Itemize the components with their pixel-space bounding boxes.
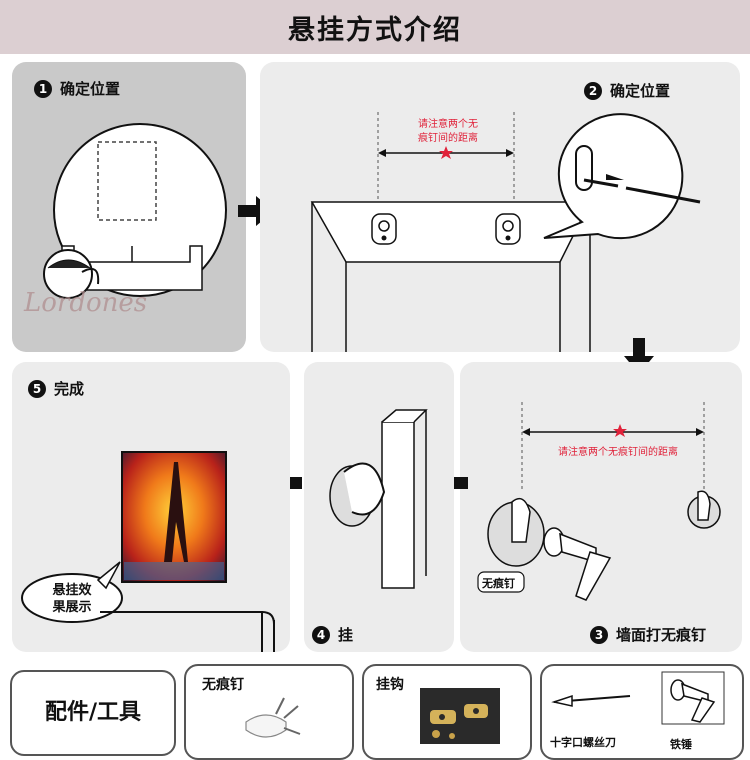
step-5-text: 完成: [54, 380, 85, 398]
nail-small-icon: [687, 490, 721, 529]
step-4-label: 4 挂: [312, 624, 353, 645]
step-2-number: 2: [584, 81, 602, 100]
hanger-right-icon: [495, 213, 521, 245]
hammer-icon: [543, 527, 612, 601]
step-5-number: 5: [28, 379, 46, 398]
star-icon: [439, 146, 453, 159]
step-1-number: 1: [34, 79, 52, 98]
nail-tag-label: 无痕钉: [482, 577, 515, 590]
step-5-label: 5 完成: [28, 378, 84, 399]
step-5-panel: 5 完成 悬挂效 果展示: [12, 362, 290, 652]
speech-bubble-text: 悬挂效 果展示: [52, 583, 92, 615]
frame-placeholder: [97, 141, 157, 221]
step-3-note: 请注意两个无痕钉间的距离: [558, 447, 678, 458]
nail-icon: [245, 697, 301, 738]
hook-photo: [420, 688, 500, 744]
hanger-left-icon: [371, 213, 397, 245]
hammer-icon: [661, 671, 725, 725]
step-2-label: 2 确定位置: [584, 80, 670, 101]
step-5-illustration: [21, 451, 275, 652]
accessory-nail-box: 无痕钉: [184, 664, 354, 760]
nail-tag: [477, 571, 525, 593]
step-3-text: 墙面打无痕钉: [616, 626, 707, 644]
star-icon: [613, 424, 627, 437]
screwdriver-icon: [625, 186, 701, 204]
eiffel-tower-icon: [164, 462, 188, 562]
step-3-illustration: [477, 402, 721, 601]
screwdriver-label: 十字口螺丝刀: [550, 736, 616, 749]
step-2-note: 请注意两个无 痕钉间的距离: [418, 119, 478, 144]
step-2-illustration: [310, 112, 701, 352]
step-1-panel: 1 确定位置 Lordones: [12, 62, 246, 352]
step-4-panel: 4 挂: [304, 362, 454, 652]
sofa-outline: [100, 611, 275, 652]
screwdriver-icon: [551, 694, 631, 707]
accessory-tools-box: 十字口螺丝刀 铁锤: [540, 664, 744, 760]
header-banner: 悬挂方式介绍: [0, 0, 750, 54]
accessory-hook-box: 挂钩: [362, 664, 532, 760]
step-3-number: 3: [590, 625, 608, 644]
page-title: 悬挂方式介绍: [288, 14, 462, 46]
step-2-text: 确定位置: [610, 82, 671, 100]
zoom-bubble: [543, 113, 684, 240]
accessories-title: 配件/工具: [44, 700, 142, 725]
accessory-hook-label: 挂钩: [376, 677, 404, 693]
step-3-label: 3 墙面打无痕钉: [590, 624, 706, 645]
step-4-illustration: [329, 409, 428, 589]
nail-large-icon: [487, 497, 545, 567]
step-1-text: 确定位置: [60, 80, 121, 98]
step-1-label: 1 确定位置: [34, 78, 120, 99]
hammer-label: 铁锤: [670, 738, 692, 751]
step-1-illustration: [43, 123, 227, 299]
step-4-text: 挂: [338, 626, 354, 644]
step-2-panel: 2 确定位置 请注意两个无 痕钉间的距离: [260, 62, 740, 352]
watermark: Lordones: [24, 288, 148, 318]
step-4-number: 4: [312, 625, 330, 644]
speech-bubble: [21, 573, 123, 623]
accessory-nail-label: 无痕钉: [202, 677, 244, 693]
accessories-title-box: 配件/工具: [10, 670, 176, 756]
frame-outline: [310, 201, 592, 263]
step-3-panel: 请注意两个无痕钉间的距离 无痕钉 3 墙面打无痕钉: [460, 362, 742, 652]
